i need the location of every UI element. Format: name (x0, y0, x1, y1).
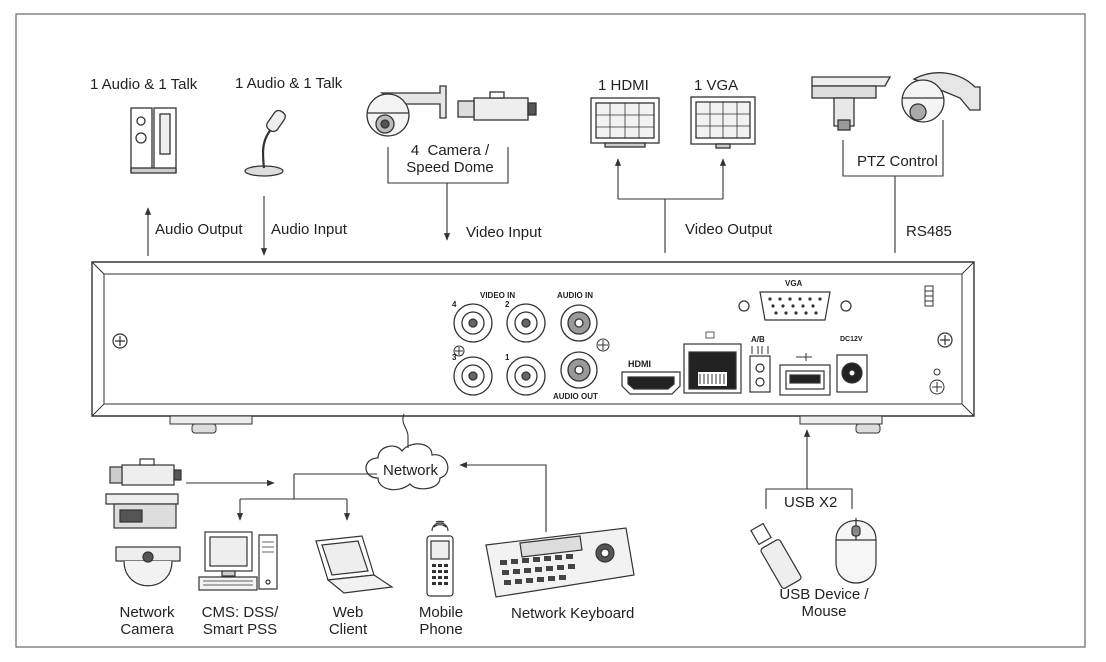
diagram-border (15, 13, 1086, 648)
video-output-label: Video Output (685, 221, 773, 238)
usb-flash-drive-icon (750, 522, 802, 589)
ethernet-port (683, 331, 742, 394)
network-keyboard-label: Network Keyboard (511, 605, 635, 622)
bnc-number-4: 4 (452, 300, 457, 309)
audio-in-panel-label: AUDIO IN (557, 291, 593, 300)
vga-port (738, 291, 852, 321)
hdmi-port (621, 371, 681, 395)
laptop-icon (315, 535, 394, 594)
hdmi-monitor-icon (590, 97, 660, 148)
speaker-label: 1 Audio & 1 Talk (90, 76, 198, 93)
usb-device-label: USB Device / Mouse (779, 586, 869, 620)
audio-input-label: Audio Input (271, 221, 347, 238)
screw-icon (112, 332, 953, 349)
web-client-label: Web Client (328, 604, 368, 638)
network-camera-label: Network Camera (119, 604, 175, 638)
bnc-number-2: 2 (505, 300, 510, 309)
usb-x2-label: USB X2 (784, 494, 838, 511)
network-bullet-camera-icon (105, 493, 179, 529)
dc-panel-label: DC12V (840, 336, 863, 343)
hdmi-panel-label: HDMI (628, 359, 651, 369)
vga-panel-label: VGA (785, 279, 803, 288)
network-cloud-icon (365, 443, 449, 491)
rca-audio-connectors (560, 304, 598, 389)
network-box-camera-icon (109, 458, 182, 486)
camera-label: 4 Camera / Speed Dome (406, 142, 494, 176)
speaker-icon (130, 107, 177, 174)
audio-output-label: Audio Output (155, 221, 243, 238)
bnc-number-1: 1 (505, 353, 510, 362)
network-dome-camera-icon (115, 546, 181, 587)
dvr-rear-panel (91, 261, 975, 434)
video-input-label: Video Input (466, 224, 542, 241)
vga-monitor-icon (690, 96, 756, 149)
ground-icon (453, 338, 610, 357)
rs485-label: RS485 (906, 223, 952, 240)
bnc-number-3: 3 (452, 353, 457, 362)
microphone-icon (244, 109, 286, 177)
rs485-terminal (749, 346, 771, 393)
ptz-camera-icon (811, 76, 892, 131)
cms-label: CMS: DSS/ Smart PSS (201, 604, 279, 638)
microphone-label: 1 Audio & 1 Talk (235, 75, 343, 92)
hdmi-monitor-label: 1 HDMI (598, 77, 649, 94)
usb-port (779, 353, 831, 396)
ab-panel-label: A/B (751, 335, 765, 344)
network-label: Network (383, 462, 439, 479)
network-keyboard-icon (485, 527, 635, 598)
mobile-phone-label: Mobile Phone (418, 604, 464, 638)
bnc-video-in-connectors (453, 303, 546, 396)
power-port (836, 354, 868, 393)
panel-indicator (924, 285, 945, 395)
ptz-dome-camera-icon (901, 72, 981, 123)
mouse-icon (835, 518, 877, 584)
speed-dome-camera-icon (366, 85, 447, 137)
box-camera-icon (457, 91, 537, 121)
ptz-control-label: PTZ Control (857, 153, 938, 170)
desktop-computer-icon (198, 531, 278, 591)
audio-out-panel-label: AUDIO OUT (553, 392, 598, 401)
mobile-phone-icon (426, 520, 454, 597)
vga-monitor-label: 1 VGA (694, 77, 739, 94)
video-in-panel-label: VIDEO IN (480, 291, 516, 300)
